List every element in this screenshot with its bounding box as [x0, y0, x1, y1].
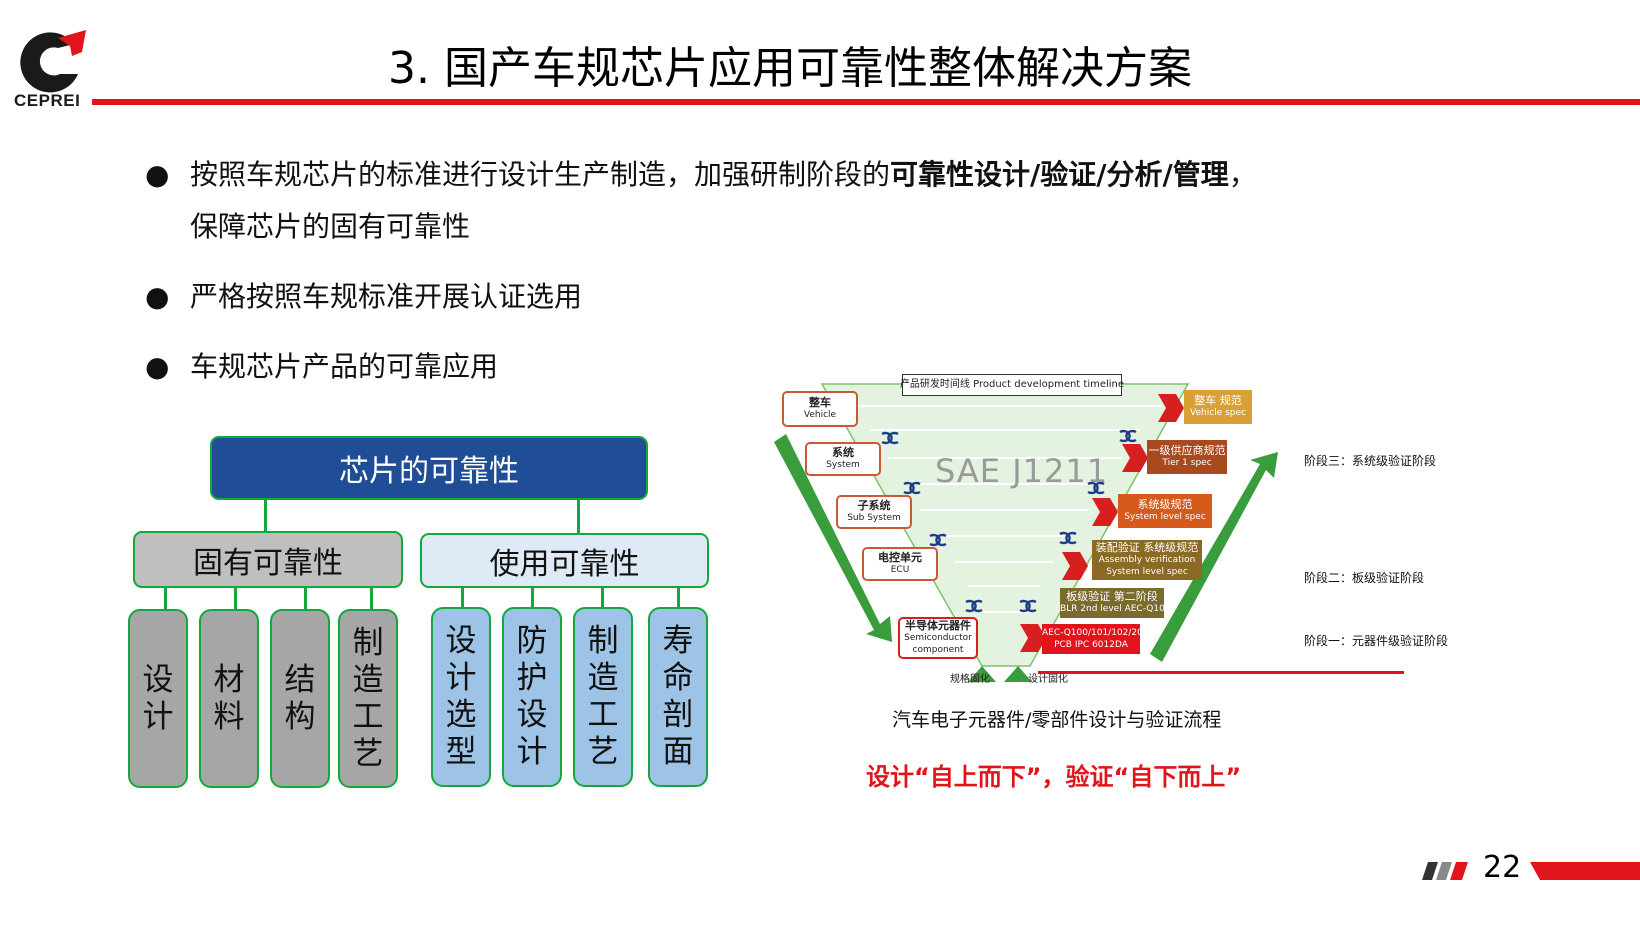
logo-text: CEPREI	[14, 91, 81, 110]
title-divider	[92, 99, 1640, 105]
bullet-dot: ●	[145, 350, 170, 383]
bullet-dot: ●	[145, 280, 170, 313]
tree-connector	[677, 588, 680, 608]
tree-leaf-material: 材料	[199, 609, 259, 788]
bullet-text-1-bold: 可靠性设计/验证/分析/管理	[890, 158, 1229, 191]
tree-connector	[304, 588, 307, 610]
level-subsystem: 子系统 Sub System	[836, 495, 912, 529]
red-underline	[1038, 671, 1404, 674]
tree-group-inherent: 固有可靠性	[133, 531, 403, 588]
tree-leaf-protection-design: 防护设计	[502, 607, 562, 787]
tree-connector	[461, 588, 464, 608]
bullet-text-3: 车规芯片产品的可靠应用	[190, 350, 499, 383]
level-vehicle: 整车 Vehicle	[782, 391, 858, 427]
tree-leaf-design-selection: 设计选型	[431, 607, 491, 787]
slogan: 设计“自上而下”，验证“自下而上”	[866, 763, 1242, 791]
stage-1: 阶段一：元器件级验证阶段	[1304, 634, 1449, 648]
tree-connector	[601, 588, 604, 608]
sae-watermark: SAE J1211	[935, 452, 1109, 490]
tree-leaf-manufacturing-2: 制造工艺	[573, 607, 633, 787]
tree-leaf-manufacturing: 制造工艺	[338, 609, 398, 788]
bullet-dot: ●	[145, 158, 170, 191]
tree-leaf-structure: 结构	[270, 609, 330, 788]
stage-2: 阶段二：板级验证阶段	[1304, 571, 1425, 585]
bottom-label-spec-freeze: 规格固化	[950, 674, 990, 685]
diagram-caption: 汽车电子元器件/零部件设计与验证流程	[892, 709, 1222, 731]
tree-connector	[164, 588, 167, 610]
tree-leaf-life-profile: 寿命剖面	[648, 607, 708, 787]
timeline-label: 产品研发时间线 Product development timeline	[900, 374, 1124, 396]
level-system: 系统 System	[805, 442, 881, 476]
bottom-label-design-freeze: 设计固化	[1028, 674, 1068, 685]
footer-stripes-icon	[1422, 862, 1468, 880]
tree-connector	[531, 588, 534, 608]
bullet-text-2: 严格按照车规标准开展认证选用	[190, 280, 583, 313]
tree-connector	[264, 500, 267, 532]
cepre-logo-icon	[20, 30, 86, 93]
footer-accent-bar	[1530, 862, 1640, 880]
tree-connector	[234, 588, 237, 610]
tree-connector	[577, 500, 580, 534]
tree-connector	[370, 588, 373, 610]
page-number: 22	[1483, 850, 1522, 885]
page-title: 3. 国产车规芯片应用可靠性整体解决方案	[388, 43, 1192, 94]
level-ecu: 电控单元 ECU	[862, 547, 938, 581]
bullet-text-1: 按照车规芯片的标准进行设计生产制造，加强研制阶段的可靠性设计/验证/分析/管理，	[190, 158, 1257, 191]
tree-root: 芯片的可靠性	[210, 436, 648, 500]
tree-leaf-design: 设计	[128, 609, 188, 788]
level-semiconductor: 半导体元器件 Semiconductor component	[898, 617, 978, 659]
tree-group-usage: 使用可靠性	[420, 533, 709, 588]
stage-3: 阶段三：系统级验证阶段	[1304, 454, 1437, 468]
